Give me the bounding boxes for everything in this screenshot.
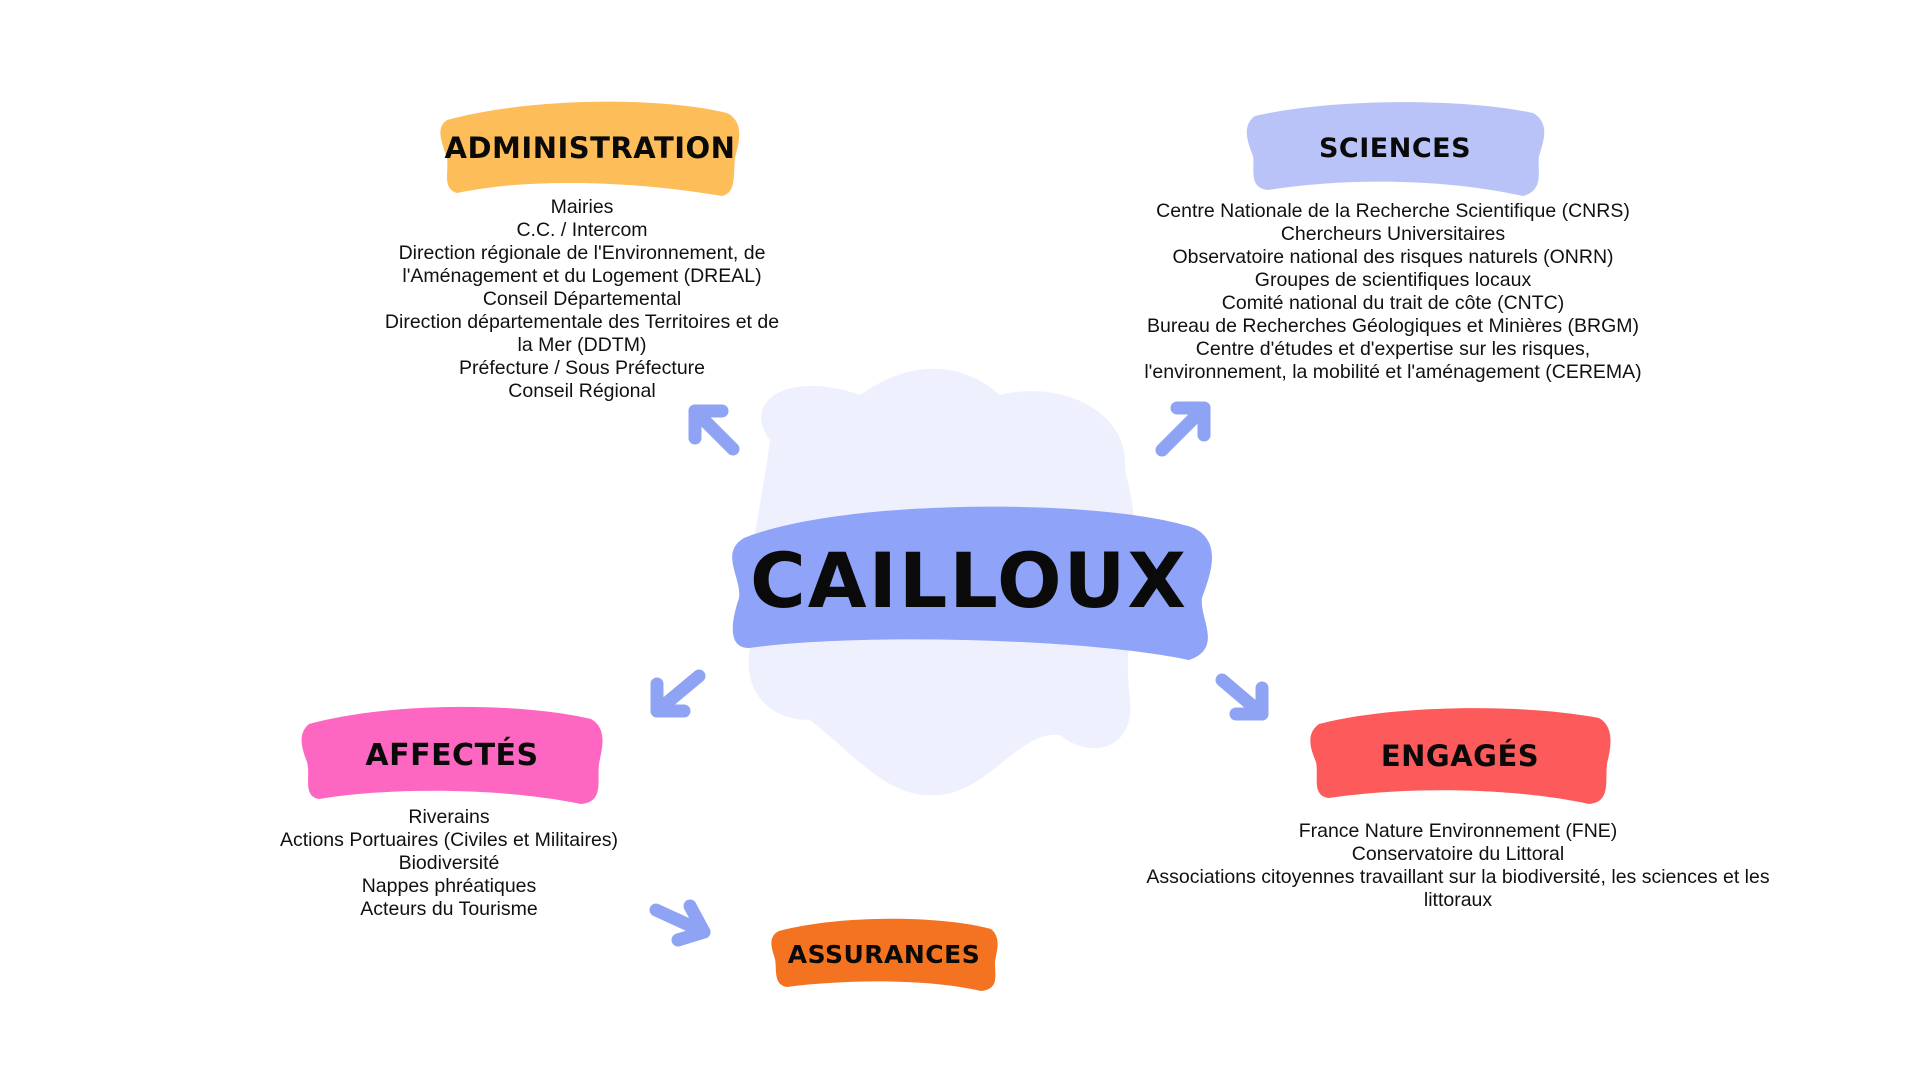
assurances-title: ASSURANCES xyxy=(787,940,981,969)
list-item: Groupes de scientifiques locaux xyxy=(1254,269,1532,291)
engages-badge-shape xyxy=(1310,708,1611,804)
list-item: C.C. / Intercom xyxy=(516,219,648,241)
arrow-to-engages-icon xyxy=(1215,673,1269,721)
administration-list: Mairies C.C. / Intercom Direction région… xyxy=(352,196,812,403)
list-item: Direction régionale de l'Environnement, … xyxy=(398,242,766,264)
list-item: Conseil Départemental xyxy=(482,288,682,310)
affectes-title: AFFECTÉS xyxy=(365,737,539,773)
list-item: Bureau de Recherches Géologiques et Mini… xyxy=(1146,315,1640,337)
list-item: Comité national du trait de côte (CNTC) xyxy=(1221,292,1565,314)
list-item: littoraux xyxy=(1423,889,1493,911)
list-item: Mairies xyxy=(550,196,614,218)
assurances-badge-shape xyxy=(771,918,998,991)
node-administration: ADMINISTRATION xyxy=(437,98,743,198)
center-node-cailloux: CAILLOUX xyxy=(724,498,1214,662)
arrow-to-assurances-icon xyxy=(649,899,711,947)
administration-title: ADMINISTRATION xyxy=(444,131,736,165)
list-item: Acteurs du Tourisme xyxy=(360,898,538,920)
list-item: Biodiversité xyxy=(398,852,500,874)
list-item: la Mer (DDTM) xyxy=(517,334,647,356)
list-item: Chercheurs Universitaires xyxy=(1280,223,1506,245)
list-item: Riverains xyxy=(408,806,490,828)
engages-title: ENGAGÉS xyxy=(1380,739,1540,773)
list-item: l'environnement, la mobilité et l'aménag… xyxy=(1144,361,1642,383)
arrow-to-sciences-icon xyxy=(1155,401,1211,457)
sciences-title: SCIENCES xyxy=(1318,132,1472,164)
list-item: Centre Nationale de la Recherche Scienti… xyxy=(1156,200,1630,222)
list-item: Actions Portuaires (Civiles et Militaire… xyxy=(279,829,619,851)
affectes-list: Riverains Actions Portuaires (Civiles et… xyxy=(239,806,659,921)
list-item: Observatoire national des risques nature… xyxy=(1172,246,1614,268)
affectes-badge-shape xyxy=(301,706,603,804)
engages-list: France Nature Environnement (FNE) Conser… xyxy=(1108,820,1808,912)
node-engages: ENGAGÉS xyxy=(1307,706,1613,806)
list-item: Direction départementale des Territoires… xyxy=(384,311,780,333)
arrow-to-affectes-icon xyxy=(650,669,706,718)
sciences-list: Centre Nationale de la Recherche Scienti… xyxy=(1093,200,1693,384)
list-item: Nappes phréatiques xyxy=(361,875,537,897)
arrow-to-administration-icon xyxy=(688,404,740,456)
list-item: Centre d'études et d'expertise sur les r… xyxy=(1195,338,1591,360)
list-item: Associations citoyennes travaillant sur … xyxy=(1146,866,1770,888)
node-assurances: ASSURANCES xyxy=(769,917,999,992)
node-affectes: AFFECTÉS xyxy=(299,704,605,806)
list-item: Conseil Régional xyxy=(508,380,656,402)
center-title: CAILLOUX xyxy=(750,535,1188,625)
list-item: France Nature Environnement (FNE) xyxy=(1298,820,1618,842)
node-sciences: SCIENCES xyxy=(1243,98,1547,198)
administration-badge-shape xyxy=(440,101,740,196)
sciences-badge-shape xyxy=(1246,102,1545,196)
center-badge-shape xyxy=(732,506,1212,660)
list-item: Conservatoire du Littoral xyxy=(1351,843,1565,865)
list-item: l'Aménagement et du Logement (DREAL) xyxy=(402,265,762,287)
list-item: Préfecture / Sous Préfecture xyxy=(458,357,706,379)
